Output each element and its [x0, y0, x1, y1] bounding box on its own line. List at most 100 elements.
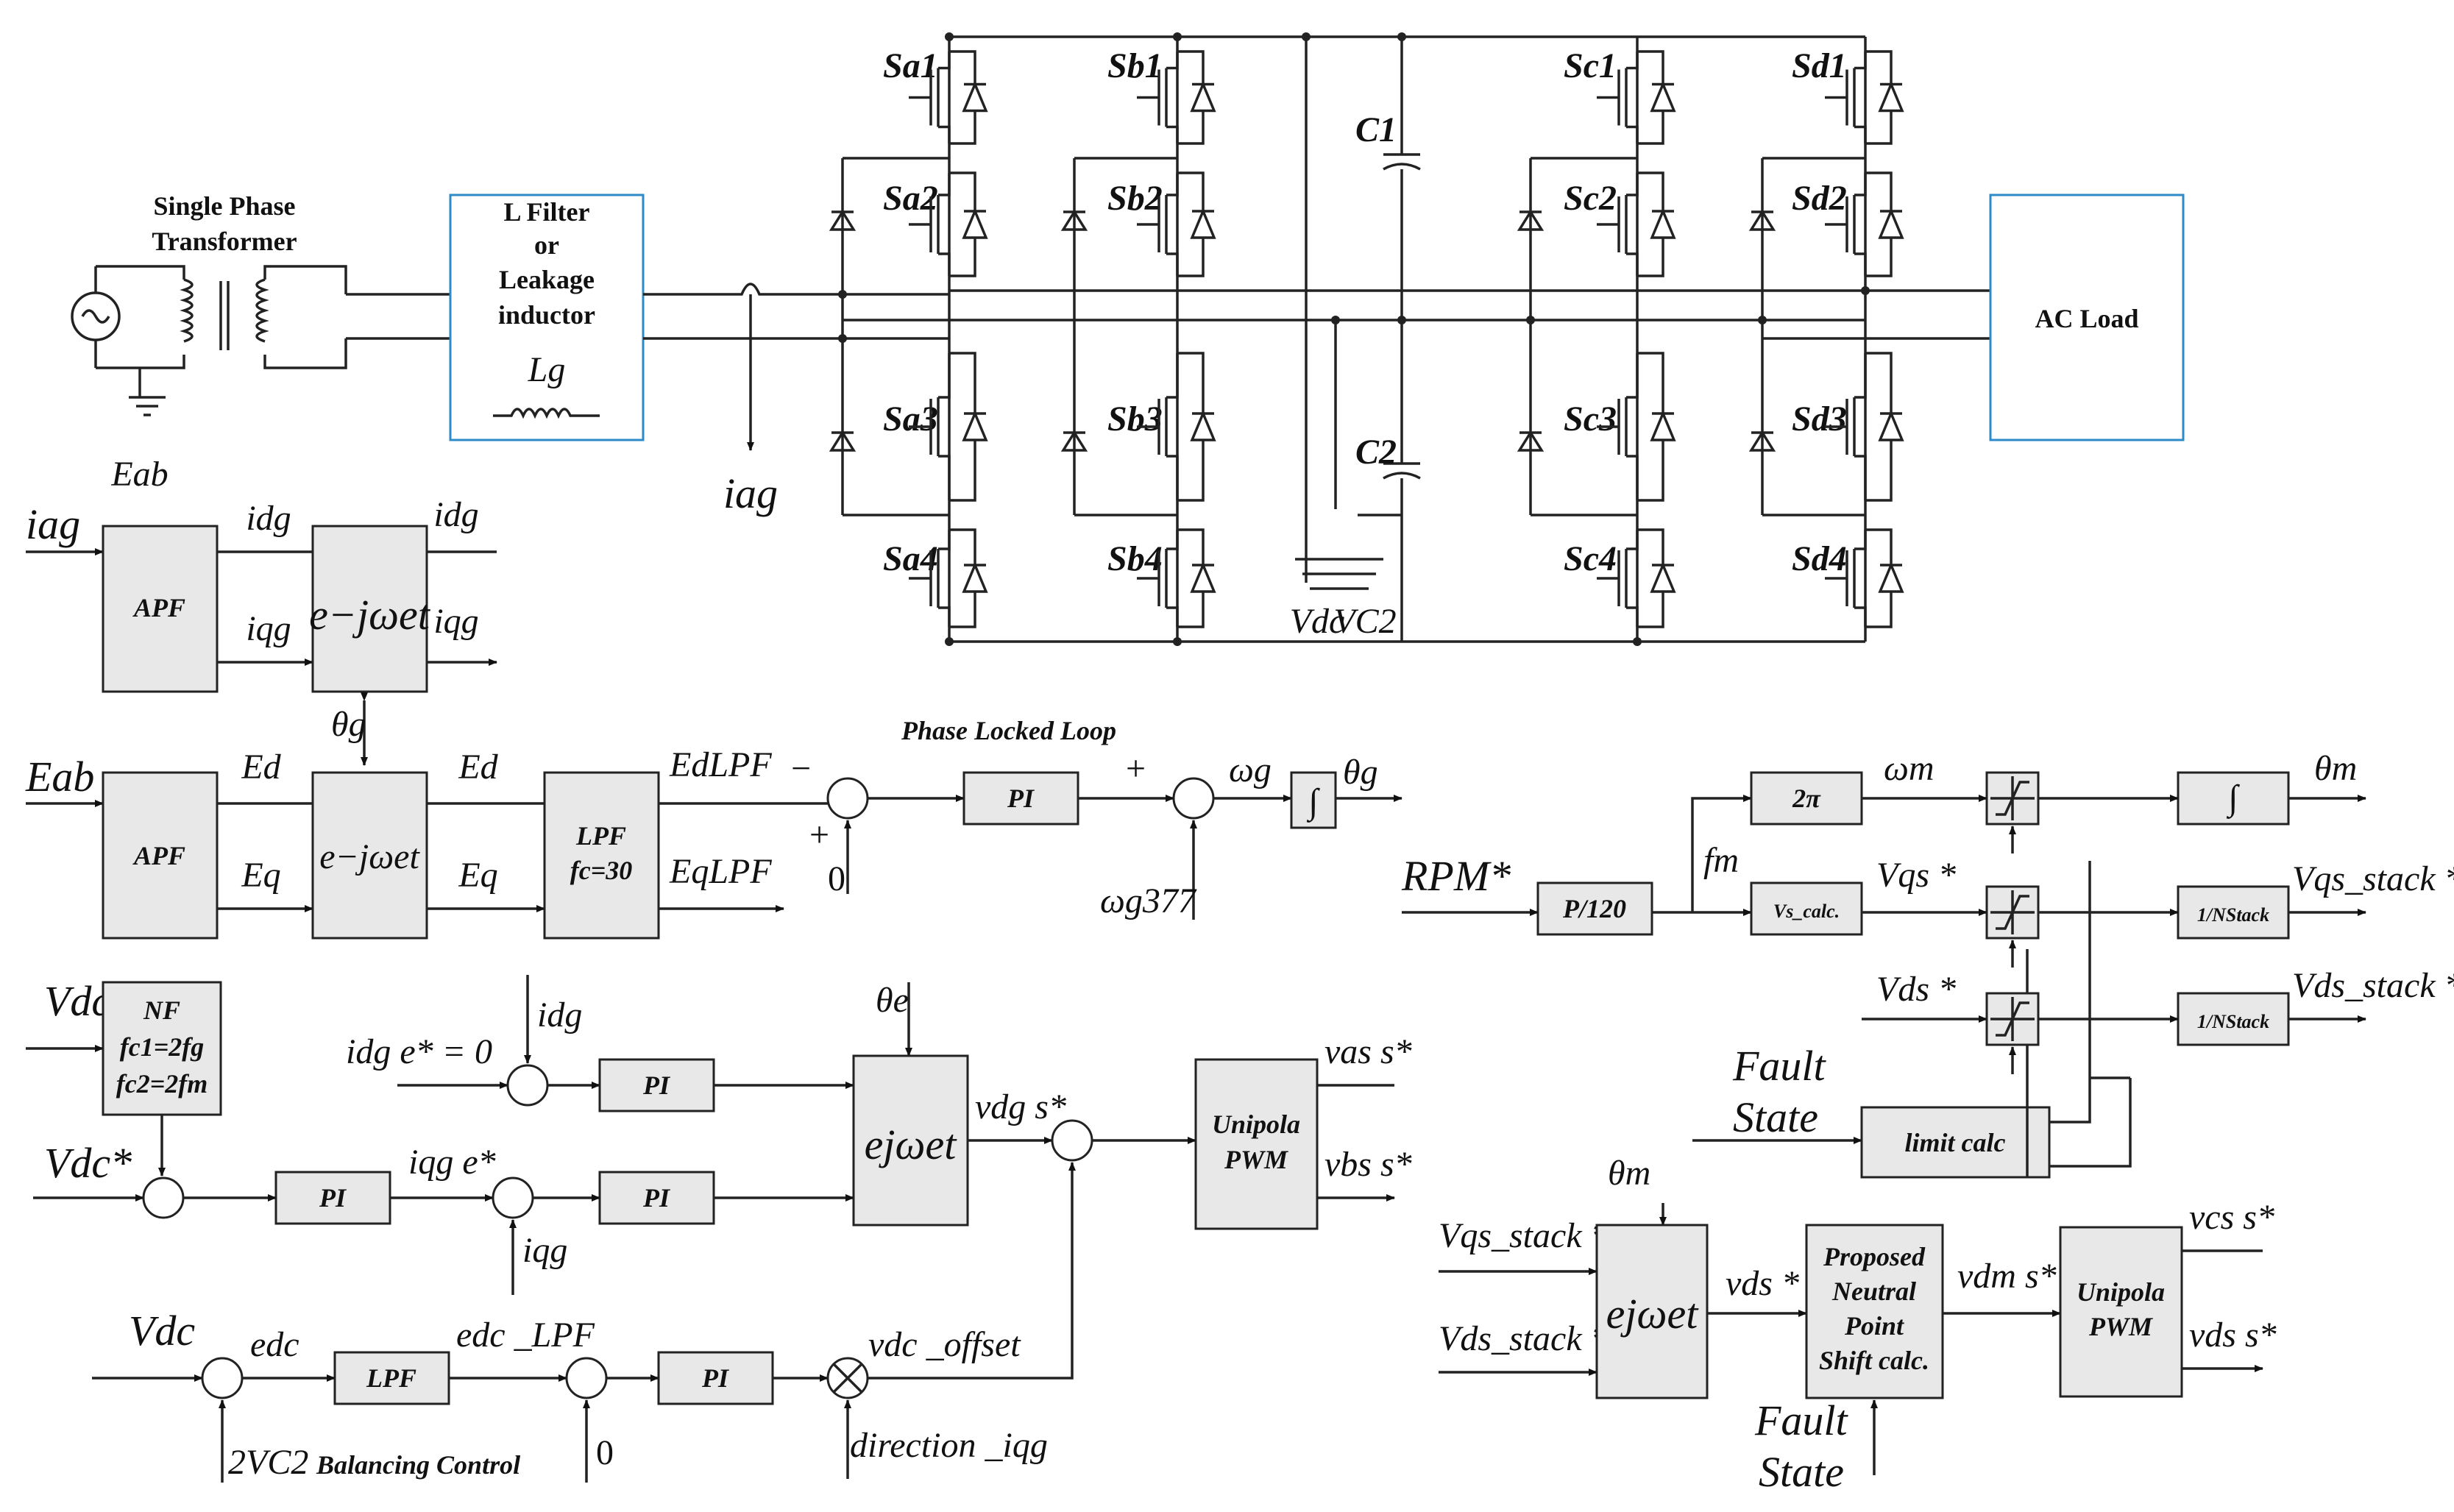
capacitor-c2-label: C2: [1355, 433, 1397, 472]
igbt-sc2-icon: [1597, 171, 1676, 277]
igbt-sb4-icon: [1137, 528, 1216, 628]
limiter-icon-1: [1990, 776, 2035, 820]
d-axis-pi-label: PI: [642, 1071, 671, 1100]
switch-sa1-label: Sa1: [883, 46, 938, 85]
vds-out-label: vds s*: [2189, 1316, 2277, 1355]
direction-label: direction _iqg: [850, 1426, 1048, 1465]
eab-input-label: Eab: [25, 753, 94, 801]
vdc-pi-box: [274, 1171, 391, 1225]
eq-lpf-label: EqLPF: [669, 852, 772, 891]
vdm-label: vdm s*: [1957, 1257, 2057, 1296]
vqs-label: Vqs *: [1876, 856, 1956, 895]
iqg-s-label: iqg: [246, 609, 291, 648]
igbt-sd3-icon: [1825, 352, 1904, 502]
balancing-control-block: Vdc 2VC2 edc LPF edc _LPF 0 PI direction…: [92, 1162, 1076, 1483]
igbt-sc3-icon: [1597, 352, 1676, 502]
switch-sb1-label: Sb1: [1107, 46, 1163, 85]
vdg-ref-label: vdg s*: [975, 1087, 1066, 1126]
limiter-blocks: [1985, 771, 2179, 1074]
igbt-sc1-icon: [1597, 50, 1676, 145]
fault-state-in-label-1: Fault: [1754, 1396, 1849, 1444]
switch-sc1-label: Sc1: [1564, 46, 1617, 85]
iag-input-label: iag: [26, 500, 80, 548]
filter-line-4: inductor: [498, 300, 595, 330]
bal-zero-label: 0: [596, 1433, 614, 1472]
park-transform-label-1: e−jωet: [309, 591, 431, 639]
pwm-label-3: Unipola: [2077, 1277, 2165, 1307]
vdc-nf-input-label: Vdc: [44, 977, 110, 1025]
ac-load-box: [1989, 194, 2185, 441]
pll-plus-sign-2: +: [1126, 749, 1146, 788]
ed-e-label: Ed: [458, 748, 498, 787]
vdc-ref-label: Vdc*: [44, 1139, 132, 1187]
filter-line-2: or: [534, 230, 559, 260]
capacitor-c1-icon: [1383, 153, 1421, 171]
npc-label-3: Point: [1844, 1311, 1904, 1341]
pll-summing-junction: [826, 777, 869, 820]
inverse-park-label-2: ejωet: [1606, 1290, 1700, 1338]
igbt-sb2-icon: [1137, 171, 1216, 277]
unipolar-pwm-box-2: [2059, 1226, 2183, 1398]
ed-s-label: Ed: [241, 748, 281, 787]
pll-pi-label: PI: [1007, 784, 1035, 813]
theta-g-mid-label: θg: [331, 705, 366, 744]
lpf-label-1: LPF: [575, 821, 626, 851]
vdc-offset-label: vdc _offset: [868, 1325, 1021, 1364]
bal-summing-junction-2: [565, 1357, 608, 1399]
iqg-ref-label: iqg e*: [408, 1143, 496, 1182]
igbt-sc4-icon: [1597, 528, 1676, 628]
switch-sb4-label: Sb4: [1107, 539, 1163, 578]
omega-g-label: ωg: [1229, 750, 1272, 789]
power-circuit: Single Phase Transformer Eab L Filter or…: [71, 32, 2185, 646]
transformer-label-2: Transformer: [152, 227, 297, 256]
filter-symbol: Lg: [528, 350, 566, 389]
current-control-block: Vdc NF fc1=2fg fc2=2fm Vdc* PI iqg e* id…: [26, 975, 1412, 1295]
limiter-icon-2: [1990, 890, 2035, 934]
pll-title: Phase Locked Loop: [901, 716, 1116, 745]
clamp-diode-3-1-icon: [1517, 209, 1545, 231]
apf-box-1: [102, 525, 219, 693]
balancing-title: Balancing Control: [316, 1450, 520, 1480]
idg-summing-junction: [506, 1064, 549, 1107]
switch-sd3-label: Sd3: [1792, 400, 1847, 439]
iqg-e-label: iqg: [433, 602, 478, 641]
bal-lpf-label: LPF: [366, 1363, 416, 1393]
clamp-diode-3-2-icon: [1517, 430, 1545, 452]
capacitor-c1-label: C1: [1355, 110, 1397, 149]
vdc-summing-junction: [142, 1176, 185, 1219]
park-transform-label-2: e−jωet: [319, 837, 420, 876]
iqg-feedback-label: iqg: [522, 1231, 567, 1270]
switch-sd1-label: Sd1: [1792, 46, 1847, 85]
p120-label: P/120: [1562, 894, 1626, 923]
limiter-icon-3: [1990, 997, 2035, 1041]
apf-label-1: APF: [132, 593, 185, 622]
vds-label: Vds *: [1876, 970, 1956, 1009]
park-transform-box-2: [311, 771, 428, 940]
pll-block: Eab APF Ed Eq e−jωet Ed Eq LPF fc=30 EdL…: [25, 716, 1402, 940]
pll-summing-junction-2: [1172, 777, 1215, 820]
filter-line-1: L Filter: [504, 197, 590, 227]
npc-label-1: Proposed: [1823, 1242, 1926, 1271]
transformer-icon: [140, 265, 450, 369]
switch-sb3-label: Sb3: [1107, 400, 1163, 439]
edc-label: edc: [250, 1325, 299, 1364]
limit-calc-label: limit calc: [1905, 1128, 2006, 1157]
pwm-label-4: PWM: [2088, 1312, 2154, 1341]
inverse-park-box-1: [852, 1054, 969, 1227]
clamp-diode-1-1-icon: [829, 209, 857, 231]
bal-lpf-box: [333, 1351, 450, 1405]
limit-calc-box: [1860, 1106, 2051, 1179]
n-stack-label-d: 1/NStack: [2197, 1011, 2269, 1032]
switch-sb2-label: Sb2: [1107, 179, 1163, 218]
switch-sd4-label: Sd4: [1792, 539, 1847, 578]
clamp-diode-2-2-icon: [1060, 430, 1088, 452]
two-pi-label: 2π: [1792, 784, 1821, 813]
vdg-summing-junction: [1051, 1119, 1093, 1162]
motor-integrator-label: ∫: [2226, 778, 2240, 819]
idg-e-label: idg: [433, 495, 478, 534]
pll-zero-label: 0: [828, 859, 845, 898]
pwm-label-1: Unipola: [1212, 1110, 1300, 1139]
p120-box: [1536, 881, 1653, 936]
sensor-ground-icon: [1295, 558, 1383, 590]
